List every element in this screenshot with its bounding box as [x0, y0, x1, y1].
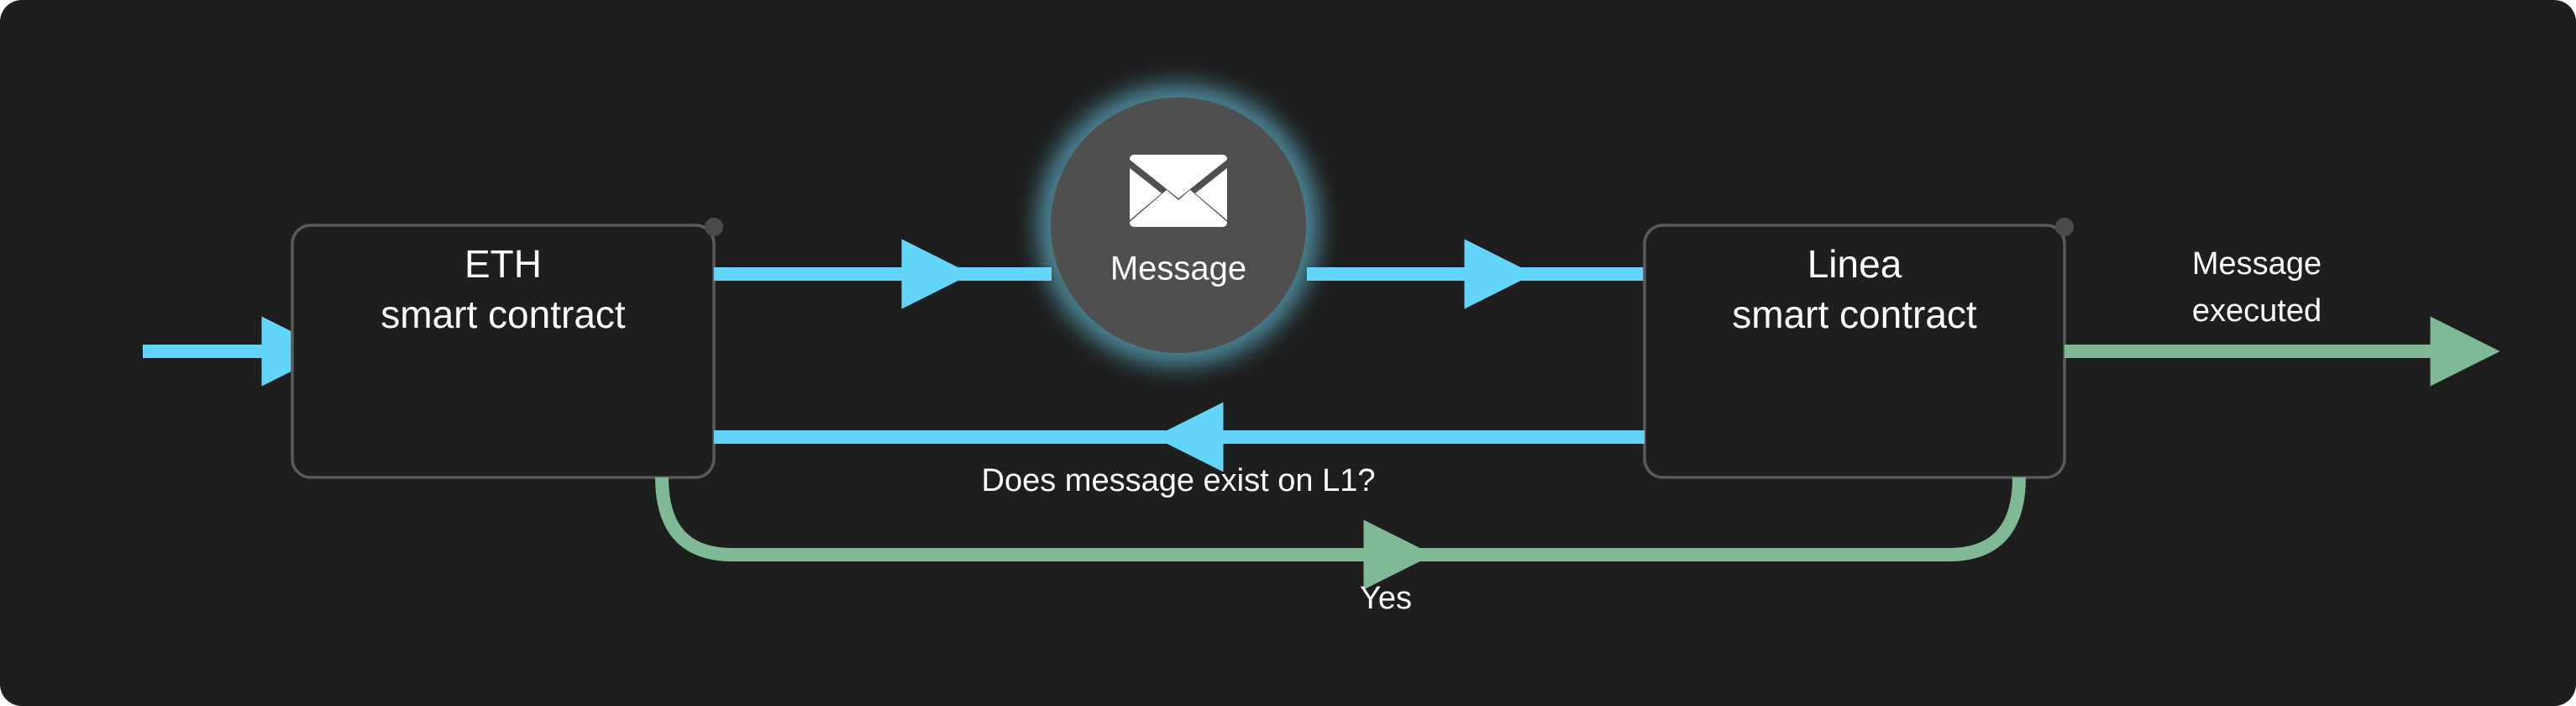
- output-label-line2: executed: [2192, 293, 2322, 329]
- eth-contract-port-dot: [705, 218, 723, 236]
- message-hub[interactable]: Message: [1044, 91, 1313, 360]
- eth-contract-box[interactable]: [291, 224, 716, 479]
- node-eth-contract[interactable]: ETH smart contract: [291, 218, 723, 479]
- edge-linea-to-eth-query: Does message exist on L1?: [714, 402, 1645, 498]
- edge-eth-to-linea-confirm: Yes: [655, 477, 2026, 616]
- linea-contract-label-line1: Linea: [1807, 242, 1902, 286]
- eth-contract-label-line2: smart contract: [380, 292, 626, 336]
- message-hub-label: Message: [1110, 250, 1246, 287]
- eth-contract-label-line1: ETH: [464, 242, 542, 286]
- linea-contract-label-line2: smart contract: [1732, 292, 1977, 336]
- edge-linea-output: Message executed: [2064, 246, 2500, 387]
- output-label-line1: Message: [2192, 246, 2322, 282]
- query-label: Does message exist on L1?: [982, 463, 1376, 498]
- confirm-label-yes: Yes: [1360, 581, 1412, 616]
- linea-contract-port-dot: [2055, 218, 2074, 236]
- envelope-icon: [1130, 155, 1227, 227]
- node-linea-contract[interactable]: Linea smart contract: [1643, 218, 2074, 479]
